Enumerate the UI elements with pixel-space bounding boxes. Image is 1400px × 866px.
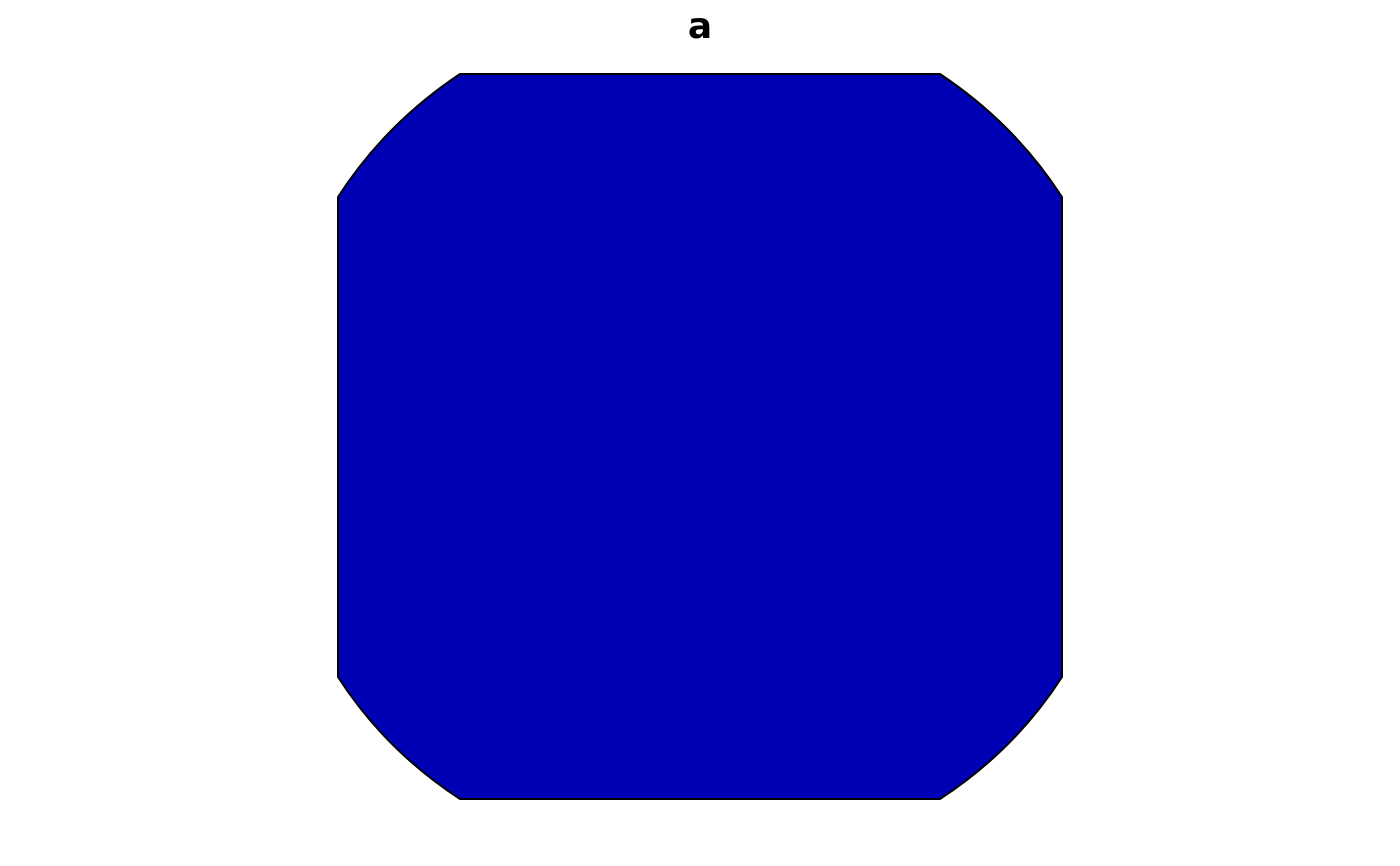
figure-title: a <box>688 6 712 47</box>
rounded-square-shape <box>337 73 1063 800</box>
